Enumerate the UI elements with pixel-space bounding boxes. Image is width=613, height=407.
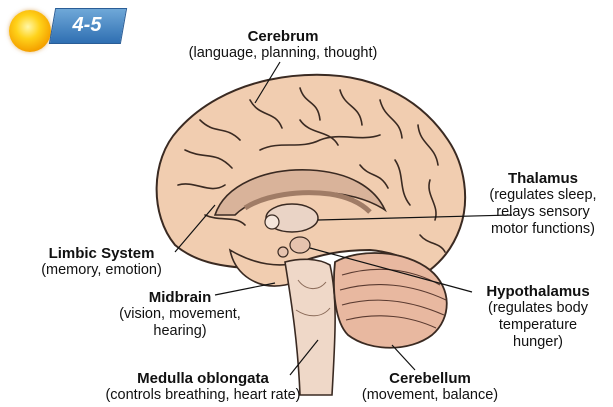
cerebellum-leader	[392, 345, 415, 370]
limbic-title: Limbic System	[24, 245, 179, 262]
midbrain-line2: hearing)	[105, 323, 255, 340]
label-thalamus: Thalamus (regulates sleep, relays sensor…	[478, 170, 608, 238]
limbic-desc: (memory, emotion)	[24, 262, 179, 279]
thalamus-title: Thalamus	[478, 170, 608, 187]
cerebrum-desc: (language, planning, thought)	[168, 45, 398, 62]
label-hypothalamus: Hypothalamus (regulates body temperature…	[468, 283, 608, 351]
cerebellum-desc: (movement, balance)	[350, 387, 510, 404]
label-limbic-system: Limbic System (memory, emotion)	[24, 245, 179, 279]
hypothalamus-line2: temperature	[468, 317, 608, 334]
medulla-title: Medulla oblongata	[88, 370, 318, 387]
hypothalamus-line1: (regulates body	[468, 300, 608, 317]
thalamus-line3: motor functions)	[478, 221, 608, 238]
cerebellum-title: Cerebellum	[350, 370, 510, 387]
label-cerebrum: Cerebrum (language, planning, thought)	[168, 28, 398, 62]
hypothalamus-line3: hunger)	[468, 334, 608, 351]
medulla-desc: (controls breathing, heart rate)	[88, 387, 318, 404]
label-cerebellum: Cerebellum (movement, balance)	[350, 370, 510, 404]
label-medulla-oblongata: Medulla oblongata (controls breathing, h…	[88, 370, 318, 404]
thalamus-line2: relays sensory	[478, 204, 608, 221]
midbrain-line1: (vision, movement,	[105, 306, 255, 323]
label-midbrain: Midbrain (vision, movement, hearing)	[105, 289, 255, 340]
hypothalamus-title: Hypothalamus	[468, 283, 608, 300]
thalamus-line1: (regulates sleep,	[478, 187, 608, 204]
cerebrum-title: Cerebrum	[168, 28, 398, 45]
midbrain-title: Midbrain	[105, 289, 255, 306]
